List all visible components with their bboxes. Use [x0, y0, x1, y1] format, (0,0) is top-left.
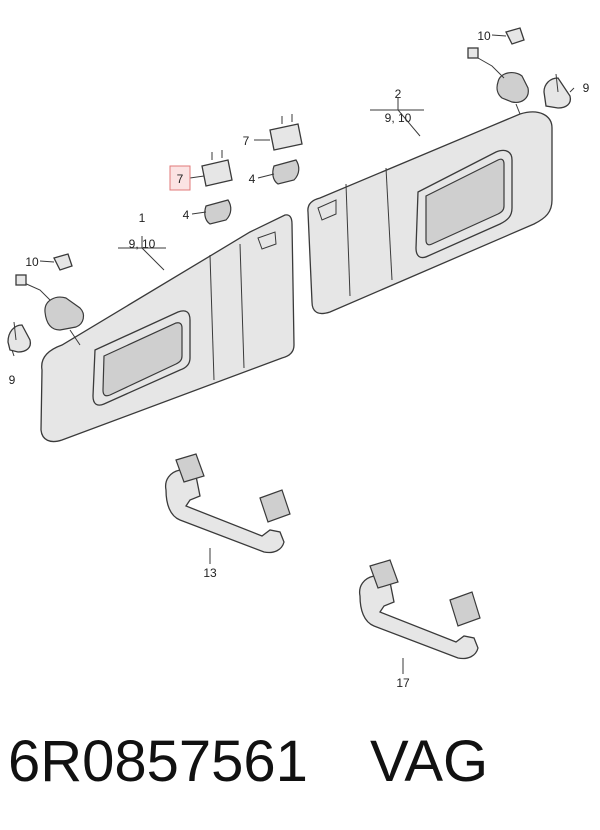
- callout-9-right: 9: [583, 81, 590, 95]
- callout-1-sub: 9, 10: [129, 237, 156, 251]
- brand-name: VAG: [369, 729, 489, 794]
- highlight-box: [169, 165, 191, 191]
- callout-7-right: 7: [243, 134, 250, 148]
- hook-cover-part-4-left: [204, 199, 232, 225]
- clip-part-9-left: [7, 321, 32, 353]
- clip-part-9-right: [543, 73, 572, 109]
- hook-part-7-right: [269, 114, 303, 151]
- callout-1: 1: [139, 211, 146, 225]
- clip-part-10-right: [505, 27, 525, 45]
- leader-lines: [11, 34, 575, 674]
- grab-handle-13: [164, 453, 291, 554]
- right-mount-bracket: [467, 47, 529, 115]
- callout-2-sub: 9, 10: [385, 111, 412, 125]
- hook-part-7-highlighted: [201, 150, 233, 187]
- callout-17: 17: [396, 676, 410, 690]
- callout-2: 2: [395, 87, 402, 101]
- callout-7-highlighted: 7: [177, 172, 184, 186]
- hook-cover-part-4-right: [272, 159, 300, 185]
- callout-13: 13: [203, 566, 217, 580]
- right-sun-visor: [307, 111, 553, 315]
- left-mount-bracket: [15, 274, 85, 346]
- grab-handle-17: [358, 559, 481, 660]
- callout-10-right: 10: [477, 29, 491, 43]
- callout-9-left: 9: [9, 373, 16, 387]
- callout-4-right: 4: [249, 172, 256, 186]
- callout-4-left: 4: [183, 208, 190, 222]
- caption: 6R0857561 VAG: [8, 722, 598, 802]
- callout-10-left: 10: [25, 255, 39, 269]
- clip-part-10-left: [53, 253, 73, 271]
- left-sun-visor: [40, 214, 295, 443]
- part-number: 6R0857561: [8, 729, 308, 794]
